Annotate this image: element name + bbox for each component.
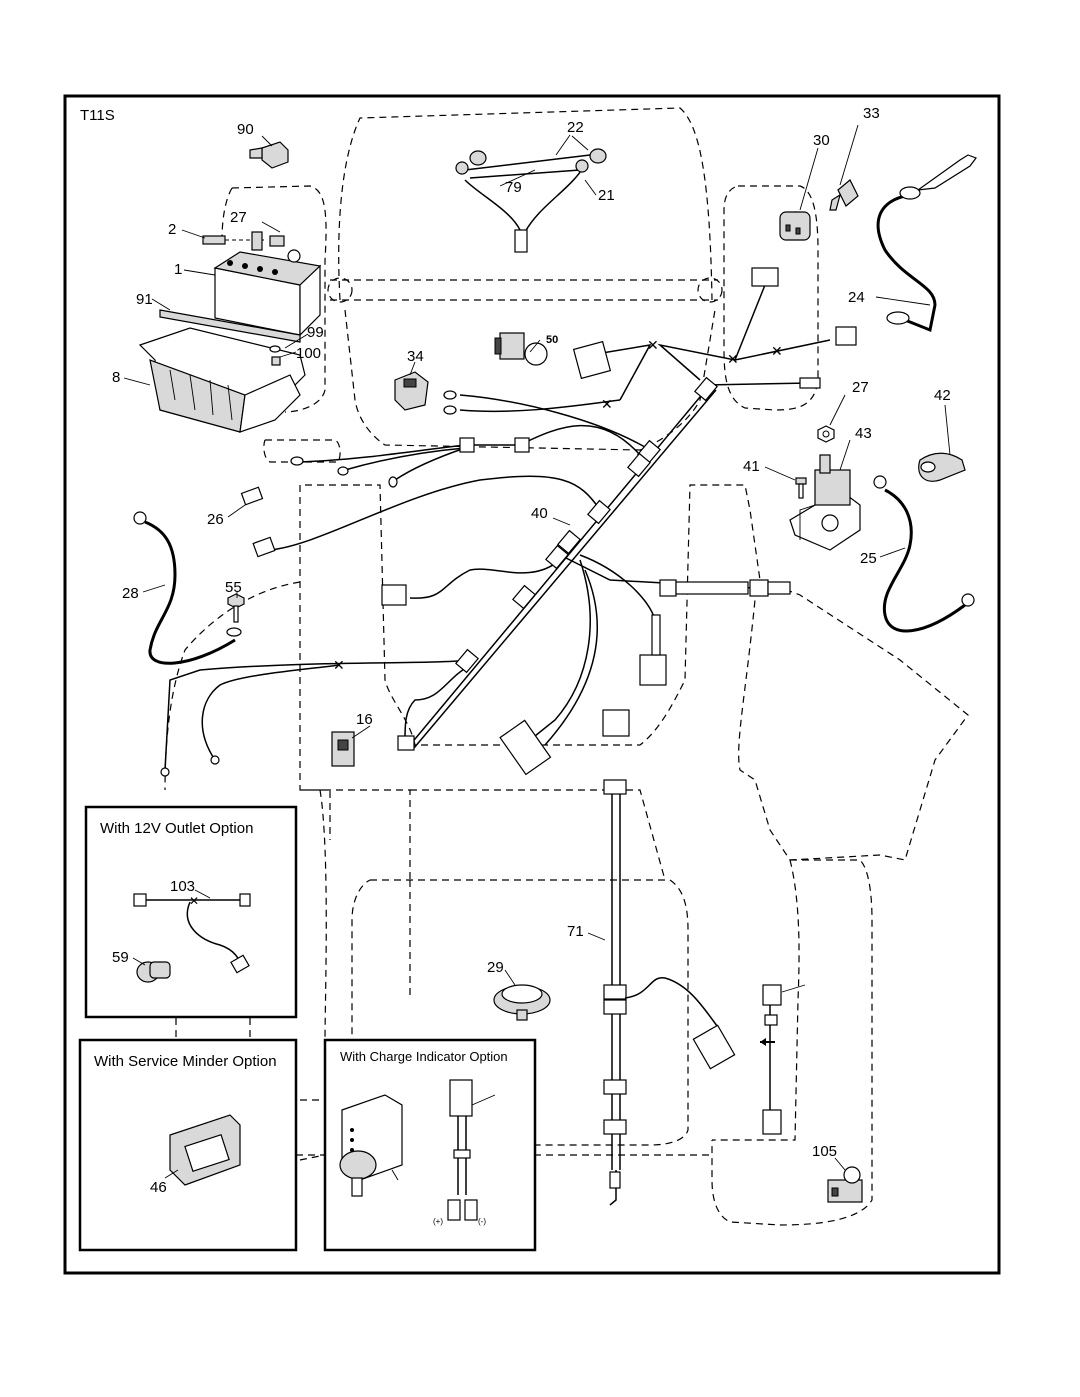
cable-28: [133, 511, 242, 665]
callout-33: 33: [863, 105, 880, 122]
callout-91: 91: [136, 291, 153, 308]
callout-22: 22: [567, 119, 584, 136]
callout-8: 8: [112, 369, 120, 386]
battery: [202, 231, 322, 337]
inset-outlet-title: With 12V Outlet Option: [100, 820, 253, 837]
bolt-41: [795, 477, 807, 499]
svg-text:✕: ✕: [647, 337, 659, 353]
battery-tray: [138, 327, 306, 433]
callout-105: 105: [812, 1143, 837, 1160]
outlet-harness-103: ✕: [133, 893, 251, 974]
harness-71: [603, 779, 806, 1206]
callout-30: 30: [813, 132, 830, 149]
switch-50: [494, 332, 548, 366]
callout-25: 25: [860, 550, 877, 567]
callout-29: 29: [487, 959, 504, 976]
hold-down-bar: [159, 309, 301, 343]
callout-71: 71: [567, 923, 584, 940]
callout-46: 46: [150, 1179, 167, 1196]
charge-harness: [391, 1079, 496, 1221]
light-bulb: [493, 984, 551, 1021]
headlight-assembly: [455, 148, 607, 253]
callout-40: 40: [531, 505, 548, 522]
callout-21: 21: [598, 187, 615, 204]
svg-text:✕: ✕: [771, 343, 783, 359]
cable-25: [873, 475, 975, 633]
model-label: T11S: [80, 107, 115, 124]
callout-41: 41: [743, 458, 760, 475]
leader-lines: [123, 124, 951, 1179]
svg-text:✕: ✕: [189, 894, 199, 908]
boot-42: [918, 452, 966, 482]
relay-16: [331, 731, 355, 767]
callout-103: 103: [170, 878, 195, 895]
callout-26: 26: [207, 511, 224, 528]
hour-meter-46: [169, 1114, 241, 1186]
callout-27-right: 27: [852, 379, 869, 396]
inset-charge-indicator-title: With Charge Indicator Option: [340, 1049, 508, 1064]
ignition-switch: [779, 211, 811, 241]
callout-42: 42: [934, 387, 951, 404]
callout-59: 59: [112, 949, 129, 966]
fuse: [240, 486, 264, 506]
callout-28: 28: [122, 585, 139, 602]
charge-indicator: [339, 1094, 403, 1197]
callout-27-top: 27: [230, 209, 247, 226]
charge-minus-label: (-): [478, 1217, 486, 1226]
callout-90: 90: [237, 121, 254, 138]
battery-cable-24: [876, 154, 977, 333]
bolt-55: [227, 593, 245, 623]
solenoid: [789, 454, 861, 551]
callout-34: 34: [407, 348, 424, 365]
callout-99: 99: [307, 324, 324, 341]
outlet-59: [136, 961, 171, 983]
callout-2: 2: [168, 221, 176, 238]
switch-34: [394, 371, 429, 411]
terminal-27: [817, 425, 835, 443]
callout-100: 100: [296, 345, 321, 362]
callout-79: 79: [505, 179, 522, 196]
svg-text:✕: ✕: [601, 396, 613, 412]
callout-50: 50: [546, 334, 558, 346]
key: [829, 179, 859, 211]
seat-switch-105: [827, 1166, 863, 1203]
diagram-frame: [63, 94, 1001, 1275]
callout-16: 16: [356, 711, 373, 728]
callout-55: 55: [225, 579, 242, 596]
callout-1: 1: [174, 261, 182, 278]
svg-text:✕: ✕: [727, 351, 739, 367]
main-wire-harness: ✕ ✕ ✕ ✕ ✕: [160, 267, 857, 777]
callout-43: 43: [855, 425, 872, 442]
inset-12v-outlet: [84, 805, 298, 1019]
svg-text:✕: ✕: [333, 657, 345, 673]
inset-service-minder-title: With Service Minder Option: [94, 1053, 277, 1070]
part-90: [249, 141, 289, 169]
callout-24: 24: [848, 289, 865, 306]
charge-plus-label: (+): [433, 1217, 443, 1226]
chassis-outline: [164, 107, 969, 1226]
